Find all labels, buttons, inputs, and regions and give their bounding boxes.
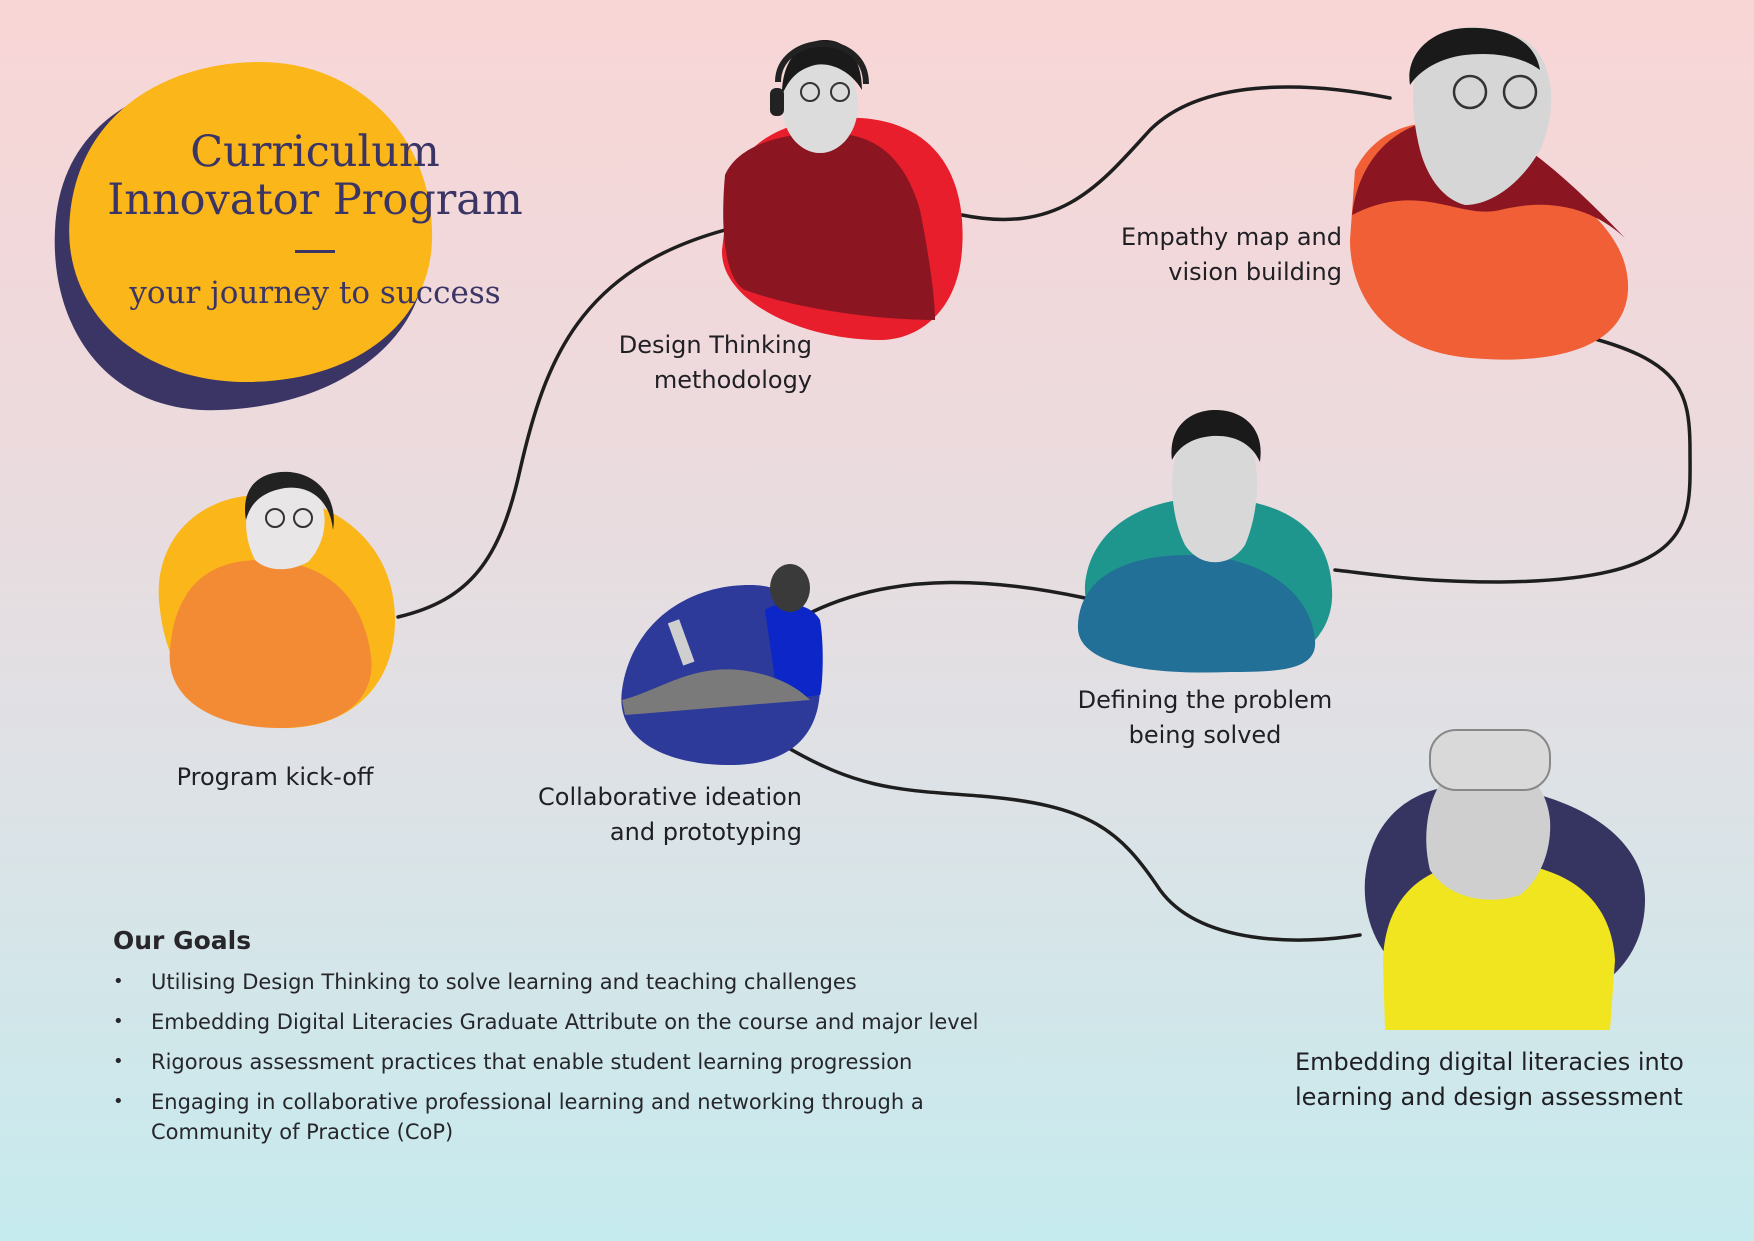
step-label-line: Collaborative ideation	[538, 783, 802, 811]
step-label-empathy-map: Empathy map and vision building	[1080, 220, 1342, 290]
step-label-line: being solved	[1128, 721, 1282, 749]
goals-list: Utilising Design Thinking to solve learn…	[113, 967, 1013, 1147]
title-divider	[295, 250, 335, 253]
step-label-line: Empathy map and	[1120, 223, 1342, 251]
step-label-line: learning and design assessment	[1295, 1083, 1683, 1111]
step-label-line: Embedding digital literacies into	[1295, 1048, 1684, 1076]
goals-heading: Our Goals	[113, 926, 252, 955]
step-label-line: Design Thinking	[618, 331, 812, 359]
step-label-line: vision building	[1168, 258, 1342, 286]
step-label-line: methodology	[653, 366, 812, 394]
step-label-defining-problem: Defining the problem being solved	[1060, 683, 1350, 753]
step-label-line: and prototyping	[609, 818, 802, 846]
step-label-line: Defining the problem	[1077, 686, 1333, 714]
step-label-line: Program kick-off	[176, 763, 374, 791]
step-label-program-kickoff: Program kick-off	[160, 760, 390, 795]
avatar-program-kickoff	[158, 471, 395, 729]
avatar-design-thinking	[721, 40, 963, 340]
avatar-defining-problem	[1077, 410, 1333, 673]
avatar-collaborative-ideation	[621, 564, 823, 765]
step-label-design-thinking: Design Thinking methodology	[560, 328, 812, 398]
title-blob	[54, 62, 433, 411]
goal-item: Engaging in collaborative professional l…	[113, 1087, 991, 1147]
step-label-embedding-digital-literacies: Embedding digital literacies into learni…	[1295, 1045, 1735, 1115]
avatar-empathy-map	[1350, 27, 1629, 360]
title-line-1: Curriculum	[190, 127, 440, 177]
title-line-2: Innovator Program	[107, 175, 523, 225]
goal-item: Utilising Design Thinking to solve learn…	[113, 967, 991, 997]
title-subtitle: your journey to success	[129, 275, 501, 311]
program-title: Curriculum Innovator Program your journe…	[90, 128, 540, 311]
goal-item: Rigorous assessment practices that enabl…	[113, 1047, 991, 1077]
journey-path	[396, 85, 1692, 942]
step-label-collaborative-ideation: Collaborative ideation and prototyping	[500, 780, 802, 850]
goal-item: Embedding Digital Literacies Graduate At…	[113, 1007, 991, 1037]
goals-section: Our Goals Utilising Design Thinking to s…	[113, 926, 1013, 1157]
avatar-embedding-digital-literacies	[1364, 729, 1645, 1030]
